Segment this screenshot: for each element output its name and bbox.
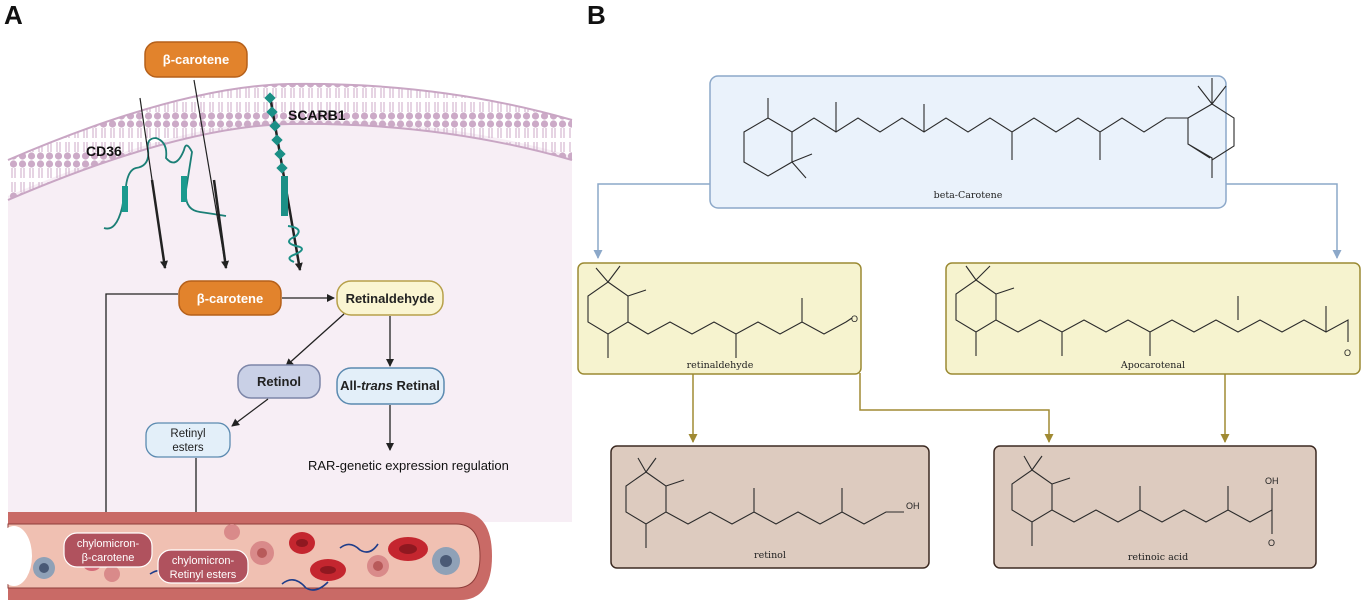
white-blood-cells [33, 524, 460, 582]
chylomicron-beta-carotene: chylomicron- β-carotene [63, 532, 153, 568]
arrow-to-retinol [285, 313, 345, 367]
svg-text:retinaldehyde: retinaldehyde [687, 360, 754, 371]
arrow-to-chylomicron [102, 293, 178, 539]
svg-text:Retinol: Retinol [257, 374, 301, 389]
chylomicron-retinyl-esters: chylomicron- Retinyl esters [157, 549, 249, 584]
beta-carotene-intracellular: β-carotene [178, 280, 282, 316]
retinol-node: Retinol [237, 364, 321, 399]
panel-b-letter: B [587, 0, 606, 30]
svg-text:O: O [1344, 348, 1351, 358]
svg-text:chylomicron-: chylomicron- [172, 555, 235, 567]
retinol-structure: OH retinol [610, 445, 930, 569]
cd36-arrow [150, 179, 168, 269]
all-trans-retinal-node: All-trans Retinal [336, 367, 445, 405]
svg-text:O: O [851, 314, 858, 324]
beta-carotene-extracellular: β-carotene [144, 41, 248, 78]
cytoplasm [8, 119, 572, 523]
cd36-receptor-icon [103, 137, 227, 230]
svg-text:retinoic acid: retinoic acid [1128, 552, 1188, 563]
apocarotenal-structure: O Apocarotenal [945, 262, 1361, 375]
panel-b: B beta-Carotene O retinaldehyde [577, 0, 1361, 569]
beta-carotene-structure: beta-Carotene [709, 75, 1235, 209]
arrow-to-retinyl-esters [231, 398, 269, 427]
svg-text:Retinaldehyde: Retinaldehyde [346, 291, 435, 306]
svg-text:O: O [1268, 538, 1275, 548]
cd36-arrow-2 [212, 179, 230, 269]
cell-membrane [7, 82, 573, 201]
panel-a-letter: A [4, 0, 23, 30]
blood-vessel: chylomicron- β-carotene chylomicron- Ret… [0, 512, 492, 600]
retinoic-acid-structure: OH O retinoic acid [993, 445, 1317, 569]
svg-text:OH: OH [906, 501, 920, 511]
svg-text:chylomicron-: chylomicron- [77, 538, 140, 550]
retinyl-esters-node: Retinyl esters [145, 422, 231, 458]
svg-text:Retinyl: Retinyl [170, 428, 205, 440]
cd36-label: CD36 [86, 143, 122, 159]
svg-text:Apocarotenal: Apocarotenal [1120, 360, 1185, 371]
svg-text:Retinyl esters: Retinyl esters [170, 569, 237, 581]
pathway-arrows [593, 183, 1342, 443]
retinaldehyde-structure: O retinaldehyde [577, 262, 862, 375]
panel-a: A β-carotene CD36 SCARB1 [0, 0, 573, 600]
svg-text:OH: OH [1265, 476, 1279, 486]
svg-text:esters: esters [172, 442, 204, 454]
svg-text:β-carotene: β-carotene [163, 52, 229, 67]
svg-text:β-carotene: β-carotene [197, 291, 263, 306]
svg-text:beta-Carotene: beta-Carotene [934, 190, 1003, 201]
rar-label: RAR-genetic expression regulation [308, 458, 509, 473]
svg-text:β-carotene: β-carotene [82, 552, 135, 564]
scarb1-label: SCARB1 [288, 107, 346, 123]
svg-text:All-trans Retinal: All-trans Retinal [340, 378, 440, 393]
svg-text:retinol: retinol [754, 550, 786, 561]
retinaldehyde-node: Retinaldehyde [336, 280, 444, 316]
